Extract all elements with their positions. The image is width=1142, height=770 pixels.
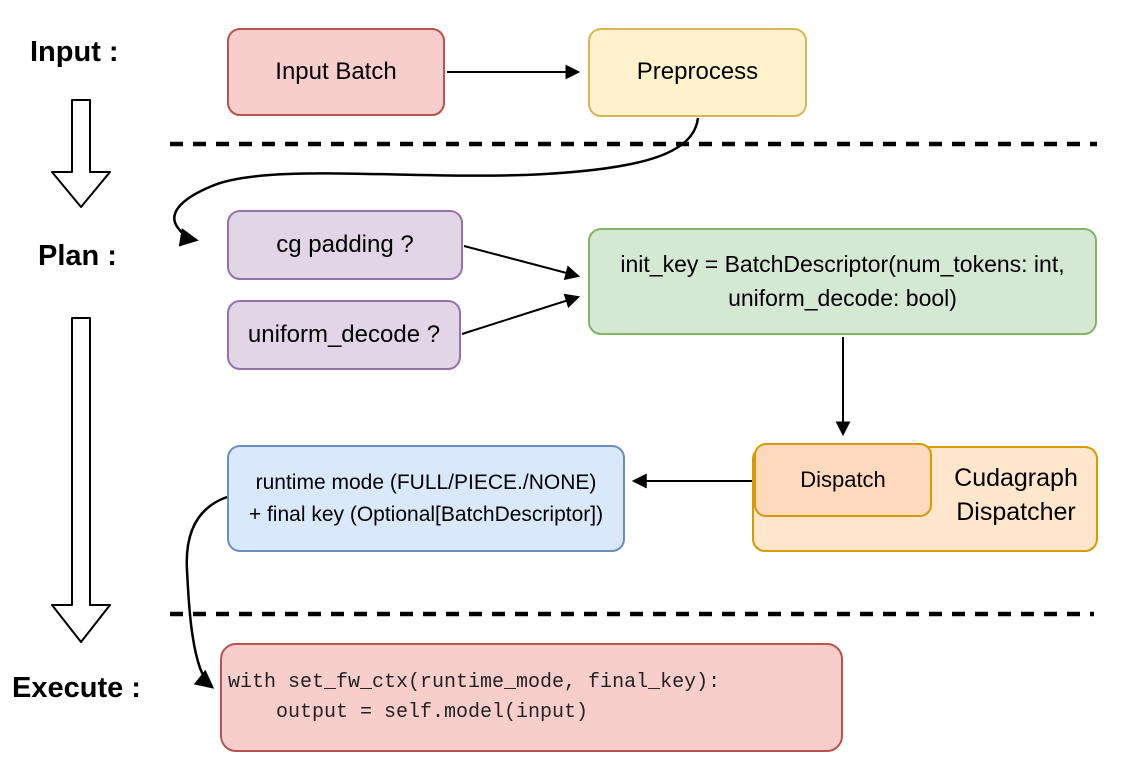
- stage-label-plan: Plan :: [38, 240, 117, 272]
- hollow-arrow-input-to-plan: [51, 99, 111, 208]
- node-init-key: init_key = BatchDescriptor(num_tokens: i…: [588, 228, 1097, 335]
- node-preprocess-label: Preprocess: [636, 58, 759, 86]
- cudagraph-label-line1: Cudagraph: [954, 464, 1078, 492]
- node-uniform-decode-label: uniform_decode ?: [247, 320, 441, 348]
- stage-label-input: Input :: [30, 36, 119, 68]
- node-dispatch-label: Dispatch: [800, 467, 886, 493]
- node-runtime-mode-line1: runtime mode (FULL/PIECE./NONE): [255, 471, 597, 494]
- stage-label-execute: Execute :: [12, 672, 141, 704]
- cudagraph-label-line2: Dispatcher: [956, 497, 1076, 526]
- node-input-batch-label: Input Batch: [275, 57, 397, 85]
- node-cudagraph-dispatcher-label: Cudagraph Dispatcher: [935, 462, 1097, 530]
- execute-code-line1: with set_fw_ctx(runtime_mode, final_key)…: [228, 670, 721, 694]
- execute-code-line2: output = self.model(input): [228, 700, 589, 724]
- node-init-key-line2: uniform_decode: bool): [728, 284, 957, 311]
- node-init-key-line1: init_key = BatchDescriptor(num_tokens: i…: [620, 251, 1065, 278]
- node-runtime-mode: runtime mode (FULL/PIECE./NONE) + final …: [227, 445, 625, 552]
- node-dispatch: Dispatch: [754, 443, 932, 517]
- node-cg-padding-label: cg padding ?: [276, 230, 414, 258]
- arrow-cg-padding-to-init-key: [463, 245, 581, 281]
- node-uniform-decode: uniform_decode ?: [227, 300, 461, 370]
- node-cg-padding: cg padding ?: [227, 210, 463, 280]
- node-input-batch: Input Batch: [227, 28, 445, 116]
- node-runtime-mode-line2: + final key (Optional[BatchDescriptor]): [248, 502, 604, 526]
- arrow-uniform-decode-to-init-key: [461, 293, 581, 335]
- node-execute-code: with set_fw_ctx(runtime_mode, final_key)…: [220, 643, 843, 752]
- node-preprocess: Preprocess: [588, 28, 807, 117]
- hollow-arrow-plan-to-execute: [51, 317, 111, 643]
